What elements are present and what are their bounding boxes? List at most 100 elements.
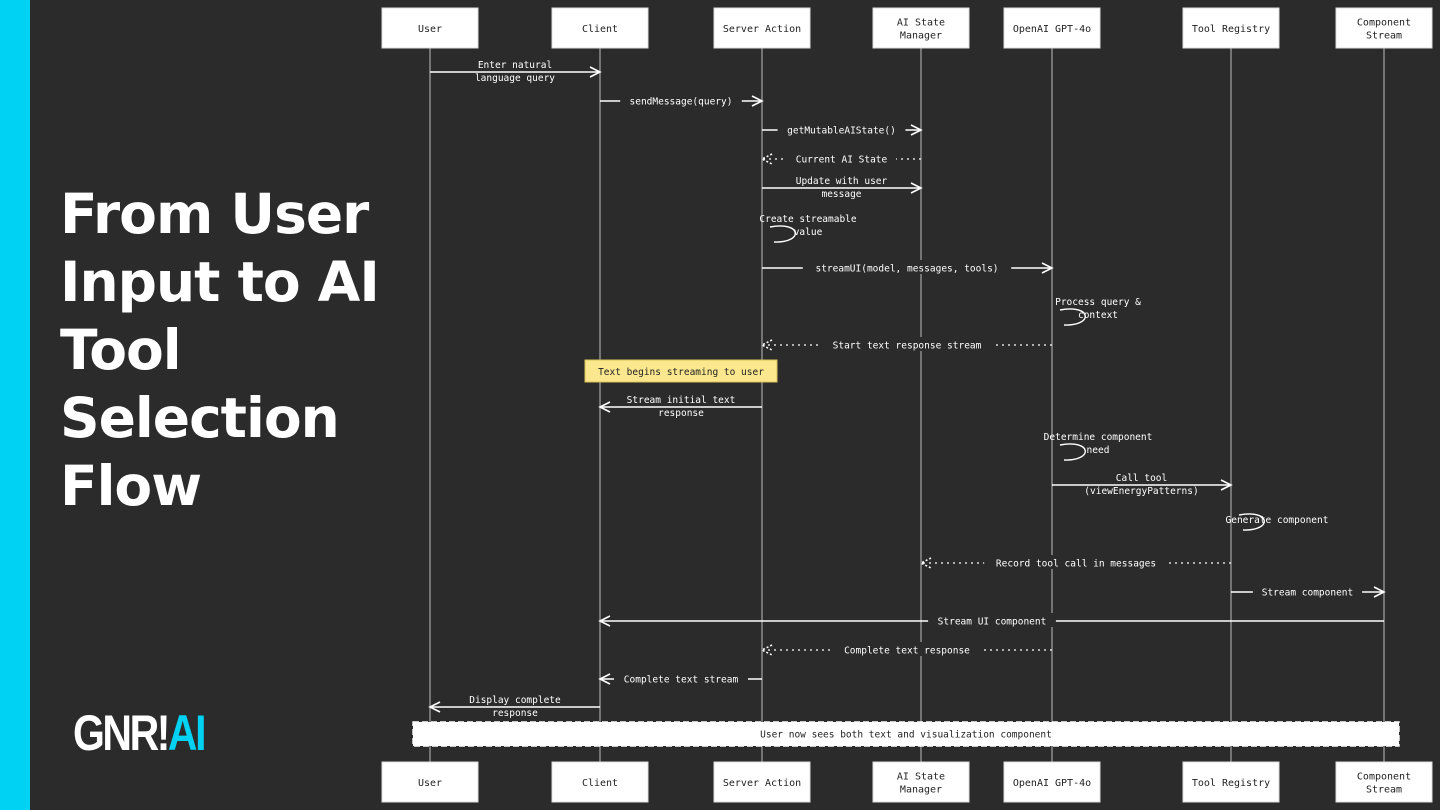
self-loop [1059,443,1086,461]
message-label: Stream component [1262,588,1354,599]
label-backing [821,337,993,351]
logo-text-ai: AI [167,705,207,761]
message-2: sendMessage(query) [600,93,764,108]
logo-text-gnr: GNR [73,705,159,761]
label-backing [777,122,906,136]
participant-box [1003,761,1101,803]
slide-title: From User Input to AI Tool Selection Flo… [60,182,380,518]
participant-box [872,7,970,49]
participant-label: Server Action [723,778,801,789]
participant-box [551,761,649,803]
message-4: Current AI State [760,151,921,166]
final-note: User now sees both text and visualizatio… [412,721,1400,747]
participant-box [1003,7,1101,49]
arrow-head [760,644,773,656]
message-13: Call tool(viewEnergyPatterns) [1052,473,1233,497]
self-loop [1238,513,1265,531]
message-label: response [492,708,538,719]
message-label: Record tool call in messages [996,559,1156,570]
participant-label: Component [1357,772,1411,783]
participant-user-top: User [381,7,479,49]
participant-server-bottom: Server Action [713,761,811,803]
message-label: Generate component [1226,515,1329,526]
message-label: Call tool [1116,473,1167,484]
arrow-head [1220,479,1233,491]
message-17: Stream UI component [598,613,1384,628]
participant-label: Client [582,24,618,35]
participant-box [713,761,811,803]
participant-box [1335,7,1433,49]
self-loop [769,225,796,243]
message-15: Record tool call in messages [919,555,1231,570]
note-label: Text begins streaming to user [598,367,764,378]
participant-box [381,761,479,803]
participant-box [381,7,479,49]
label-backing [984,555,1168,569]
participant-box [1182,7,1280,49]
arrow-head [1373,586,1386,598]
participant-label: Client [582,778,618,789]
label-backing [614,671,748,685]
message-label: Stream initial text [627,395,736,406]
participant-label: User [418,778,442,789]
message-label: Determine component [1044,432,1153,443]
participant-openai-bottom: OpenAI GPT-4o [1003,761,1101,803]
participant-box [1335,761,1433,803]
message-label: Complete text response [844,646,970,657]
arrow-head [598,673,611,685]
message-7: streamUI(model, messages, tools) [762,260,1054,275]
arrow-head [428,701,441,713]
message-label: Update with user [796,176,888,187]
message-3: getMutableAIState() [762,122,923,137]
arrow-head [910,124,923,136]
participant-label: Component [1357,18,1411,29]
participant-box [713,7,811,49]
message-label: Enter natural [478,60,552,71]
participant-label: Manager [900,31,942,42]
arrow-head [598,615,611,627]
arrow-head [589,66,602,78]
participant-tools-top: Tool Registry [1182,7,1280,49]
message-9: Start text response stream [760,337,1052,352]
participant-label: Stream [1366,31,1402,42]
message-label: need [1087,445,1110,456]
label-backing [928,613,1056,627]
participant-box [1182,761,1280,803]
message-label: value [794,227,823,238]
participant-label: Tool Registry [1192,24,1270,35]
message-label: Current AI State [796,155,888,166]
participant-openai-top: OpenAI GPT-4o [1003,7,1101,49]
participant-user-bottom: User [381,761,479,803]
message-label: language query [475,73,555,84]
arrow-head [910,182,923,194]
label-backing [802,260,1012,274]
self-loop [1059,308,1086,326]
message-label: streamUI(model, messages, tools) [815,264,998,275]
message-label: Complete text stream [624,675,739,686]
message-8: Process query &context [1055,297,1141,326]
message-12: Determine component need [1044,432,1153,461]
arrow-head [760,339,773,351]
arrow-head [1041,262,1054,274]
arrow-head [598,401,611,413]
participant-server-top: Server Action [713,7,811,49]
label-backing [620,93,742,107]
message-label: sendMessage(query) [630,97,733,108]
participant-client-bottom: Client [551,761,649,803]
arrow-head [751,95,764,107]
participant-label: OpenAI GPT-4o [1013,24,1091,35]
message-label: Start text response stream [833,341,982,352]
message-19: Complete text stream [598,671,762,686]
message-16: Stream component [1231,584,1386,599]
note: Text begins streaming to user [584,359,778,383]
participant-client-top: Client [551,7,649,49]
participant-label: Tool Registry [1192,778,1270,789]
participant-box [551,7,649,49]
final-note-box [412,721,1400,747]
participant-label: AI State [897,772,945,783]
message-label: Process query & [1055,297,1141,308]
